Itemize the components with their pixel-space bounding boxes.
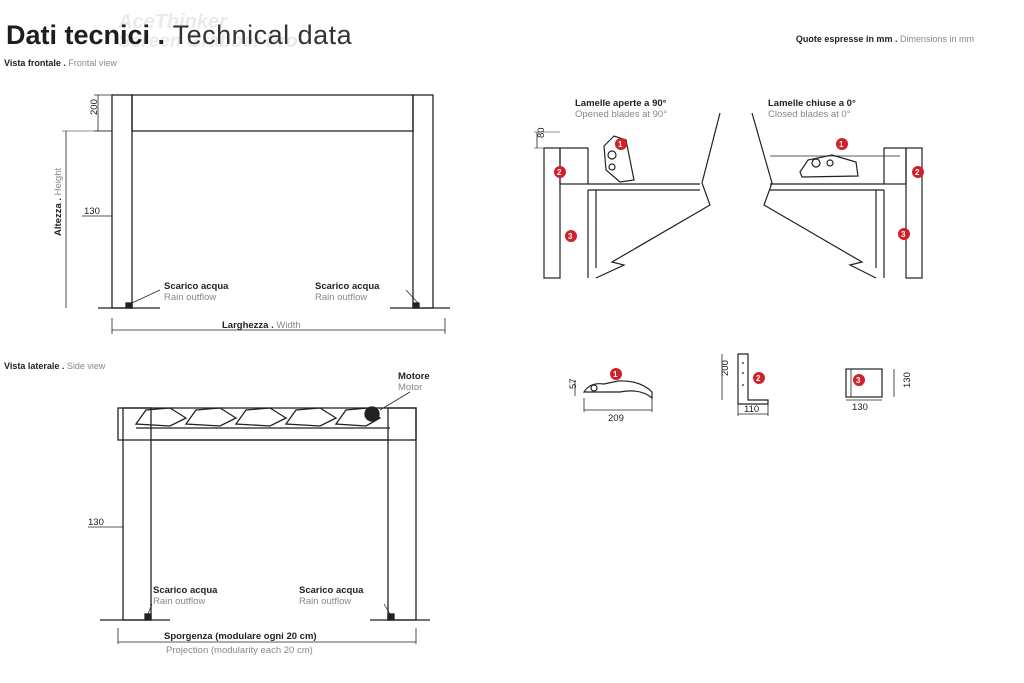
side-view-label: Vista laterale . Side view	[4, 361, 106, 371]
badge-3-left: 3	[565, 230, 577, 242]
badge-profile-1: 1	[610, 368, 622, 380]
open-blades-en: Opened blades at 90°	[575, 109, 667, 120]
projection-label-en: Projection (modularity each 20 cm)	[166, 645, 313, 656]
side-view-drawing	[88, 391, 430, 644]
front-view-label-it: Vista frontale	[4, 58, 61, 68]
badge-2-left: 2	[554, 166, 566, 178]
height-label: Altezza . Height	[53, 168, 64, 236]
front-drain-left-en: Rain outflow	[164, 292, 216, 303]
svg-text:3: 3	[856, 376, 861, 385]
detail-left-break	[595, 112, 721, 279]
page-title: Dati tecnici . Technical data	[6, 20, 352, 50]
svg-text:1: 1	[618, 140, 623, 149]
svg-text:3: 3	[901, 230, 906, 239]
profile-1	[574, 380, 653, 412]
front-drain-right-en: Rain outflow	[315, 292, 367, 303]
dim-80: 80	[536, 127, 547, 138]
front-view-drawing	[62, 94, 450, 334]
drain-right-mark	[412, 302, 420, 309]
blade-detail-drawing	[534, 112, 923, 279]
watermark: AceThinker Screen Grabber Pro	[118, 11, 298, 52]
title-separator: .	[150, 20, 173, 50]
side-drain-left-it: Scarico acqua	[153, 585, 218, 596]
badge-2-right: 2	[912, 166, 924, 178]
front-drain-left-it: Scarico acqua	[164, 281, 229, 292]
svg-text:1: 1	[613, 370, 618, 379]
side-drain-right-en: Rain outflow	[299, 596, 351, 607]
width-label: Larghezza . Width	[222, 320, 301, 331]
dim-200-front: 200	[89, 99, 100, 115]
profile-1-height: 57	[568, 378, 579, 389]
front-view-label-en: Frontal view	[68, 58, 117, 68]
motor-icon	[364, 406, 380, 422]
motor-label-it: Motore	[398, 371, 430, 382]
side-blade-2	[184, 407, 238, 427]
svg-text:Altezza . Height: Altezza . Height	[53, 168, 64, 236]
side-drain-left-en: Rain outflow	[153, 596, 205, 607]
closed-blade-shape	[799, 154, 859, 178]
closed-blades-en: Closed blades at 0°	[768, 109, 851, 120]
units-note: Quote espresse in mm . Dimensions in mm	[795, 34, 974, 44]
front-beam	[131, 94, 414, 132]
drain-left-mark	[125, 302, 133, 309]
title-it: Dati tecnici	[6, 20, 151, 50]
front-left-post	[111, 94, 133, 309]
profile-3	[845, 368, 895, 401]
svg-text:2: 2	[557, 168, 562, 177]
svg-text:3: 3	[568, 232, 573, 241]
side-view-label-it: Vista laterale	[4, 361, 60, 371]
units-it: Quote espresse in mm	[795, 34, 893, 44]
open-blade-shape	[603, 135, 635, 183]
open-blades-it: Lamelle aperte a 90°	[575, 98, 667, 109]
front-drain-right-it: Scarico acqua	[315, 281, 380, 292]
profile-2-width: 110	[744, 404, 759, 415]
detail-right-break	[751, 112, 877, 279]
front-view-label: Vista frontale . Frontal view	[4, 58, 117, 68]
side-drain-right-it: Scarico acqua	[299, 585, 364, 596]
profile-3-width: 130	[852, 402, 868, 413]
svg-text:2: 2	[915, 168, 920, 177]
closed-blades-it: Lamelle chiuse a 0°	[768, 98, 856, 109]
badge-profile-2: 2	[753, 372, 765, 384]
badge-profile-3: 3	[853, 374, 865, 386]
units-en: Dimensions in mm	[899, 34, 974, 44]
badge-1-open: 1	[615, 138, 627, 150]
side-blade-4	[284, 407, 338, 427]
svg-text:1: 1	[839, 140, 844, 149]
profile-2	[721, 353, 769, 416]
dim-130-front: 130	[84, 206, 100, 217]
detail-right-post	[905, 147, 923, 279]
motor-label-en: Motor	[398, 382, 422, 393]
svg-text:2: 2	[756, 374, 761, 383]
profile-2-height: 200	[720, 360, 731, 376]
side-blade-3	[234, 407, 288, 427]
badge-1-closed: 1	[836, 138, 848, 150]
profile-1-width: 209	[608, 413, 624, 424]
side-view-label-en: Side view	[66, 361, 106, 371]
profile-3-height: 130	[902, 372, 913, 388]
projection-label-it: Sporgenza (modulare ogni 20 cm)	[164, 631, 317, 642]
front-right-post	[412, 94, 434, 309]
dim-130-side: 130	[88, 517, 104, 528]
badge-3-right: 3	[898, 228, 910, 240]
title-en: Technical data	[172, 20, 353, 50]
side-blade-1	[134, 407, 188, 427]
